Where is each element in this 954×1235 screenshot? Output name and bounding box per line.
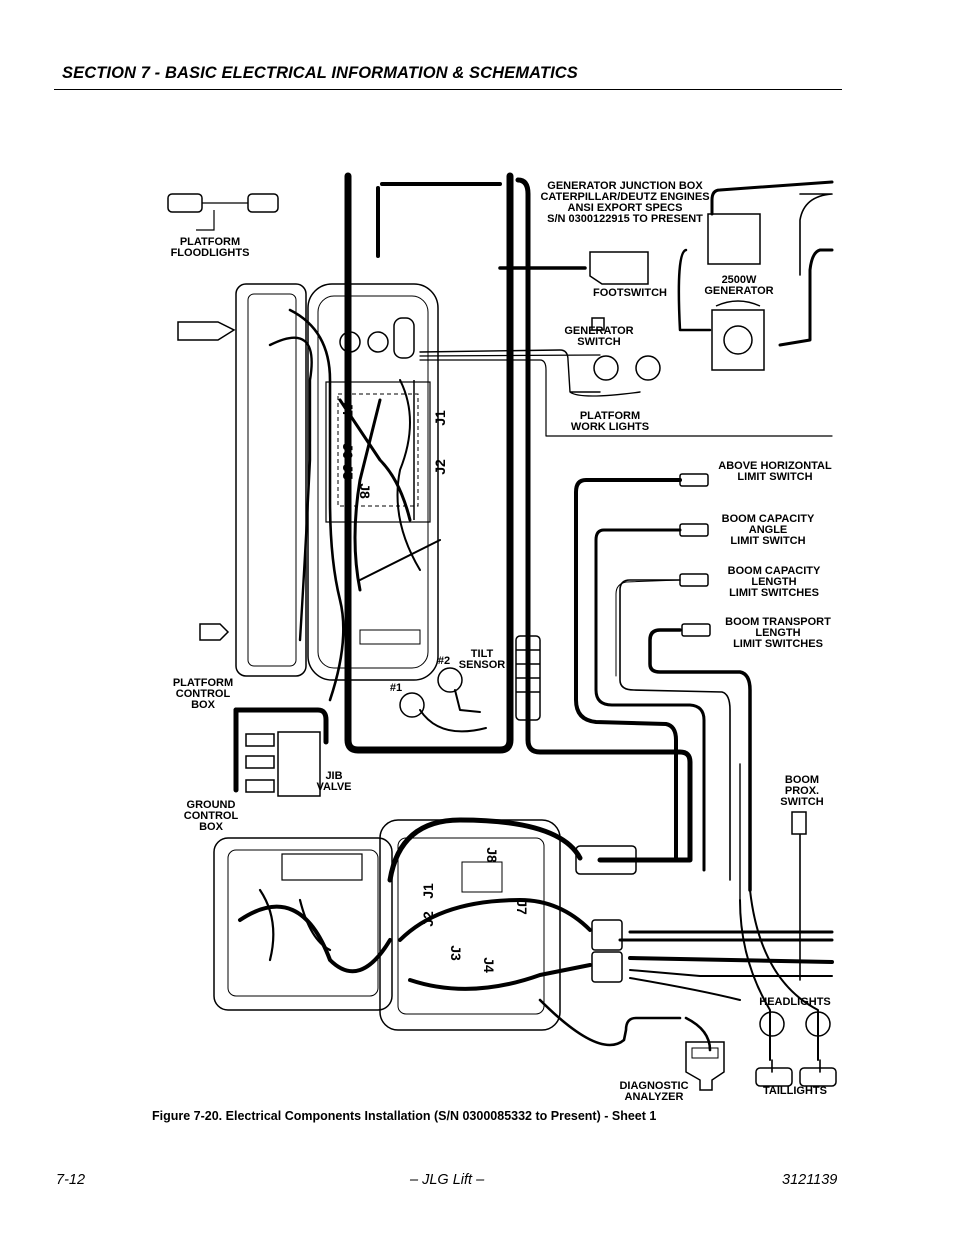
floodlight-right [247,193,279,213]
ground-connector-j2: J2 [419,911,436,927]
generator-switch [591,317,605,331]
diagnostic-analyzer [685,1041,725,1091]
headlight-left [759,1011,785,1037]
platform-connector-j8: J8 [356,483,373,499]
generator-junction-box [707,213,761,265]
ground-connector-upper [575,845,637,875]
ground-connector-j3: J3 [447,945,464,961]
figure-caption: Figure 7-20. Electrical Components Insta… [152,1109,657,1123]
label-platform-control-box: PLATFORM CONTROL BOX [172,677,234,711]
jib-valve-block [277,731,321,797]
label-above-horizontal-limit-switch: ABOVE HORIZONTAL LIMIT SWITCH [718,460,832,483]
tilt-sensor-2 [437,667,463,693]
label-tilt-sensor: TILT SENSOR [458,648,506,671]
label-jib-valve: JIB VALVE [316,770,352,793]
footer-center: – JLG Lift – [410,1172,485,1188]
boom-capacity-angle-switch [679,523,709,537]
label-boom-transport-length: BOOM TRANSPORT LENGTH LIMIT SWITCHES [725,616,831,650]
label-generator-switch: GENERATOR SWITCH [564,325,634,348]
label-footswitch: FOOTSWITCH [593,287,667,299]
platform-connector-j2: J2 [431,459,448,475]
above-horizontal-switch [679,473,709,487]
harness-right [515,177,693,863]
ground-connector-j7: J7 [513,899,530,915]
section-rule [54,89,842,90]
label-2500w-generator: 2500W GENERATOR [704,274,774,297]
section-title: SECTION 7 - BASIC ELECTRICAL INFORMATION… [62,64,578,82]
tilt-sensor-1 [399,692,425,718]
platform-connector-j1: J1 [431,410,448,426]
taillight-right [799,1067,837,1087]
harness-main [344,172,514,754]
label-boom-capacity-angle: BOOM CAPACITY ANGLE LIMIT SWITCH [721,513,815,547]
footer-page-number: 7-12 [56,1172,86,1188]
label-platform-floodlights: PLATFORM FLOODLIGHTS [170,236,250,259]
boom-prox-switch [791,811,807,835]
platform-connector-j6: J6 [339,443,356,459]
harness-main-inner [376,182,502,258]
ground-box-panel [379,819,561,1031]
footswitch [589,251,649,285]
label-generator-junction-box: GENERATOR JUNCTION BOX CATERPILLAR/DEUTZ… [540,180,710,225]
footer-doc-number: 3121139 [782,1172,838,1188]
boom-transport-length-switch [681,623,711,637]
label-tilt-sensor-1: #1 [389,682,403,694]
platform-control-box [235,283,307,677]
ground-connector-j8: J8 [483,847,500,863]
boom-capacity-length-switch [679,573,709,587]
ground-connector-j1: J1 [419,883,436,899]
work-light-right [635,355,661,381]
joystick-handle [177,321,236,341]
ground-control-box [213,837,393,1011]
platform-connector-j7: J7 [339,402,356,418]
work-light-left [593,355,619,381]
label-tilt-sensor-2: #2 [437,655,451,667]
ground-connector-lower [591,951,623,983]
ground-connector-middle [591,919,623,951]
label-boom-prox-switch: BOOM PROX. SWITCH [780,774,824,808]
label-headlights: HEADLIGHTS [759,996,831,1008]
platform-box-panel [307,283,439,681]
label-boom-capacity-length: BOOM CAPACITY LENGTH LIMIT SWITCHES [727,565,821,599]
floodlight-left [167,193,203,213]
label-ground-control-box: GROUND CONTROL BOX [183,799,239,833]
label-diagnostic-analyzer: DIAGNOSTIC ANALYZER [619,1080,689,1103]
label-platform-work-lights: PLATFORM WORK LIGHTS [570,410,650,433]
headlight-right [805,1011,831,1037]
ground-connector-j4: J4 [480,957,497,973]
label-taillights: TAILLIGHTS [763,1085,827,1097]
generator-2500w [711,300,765,371]
taillight-left [755,1067,793,1087]
platform-connector-j5: J5 [339,464,356,480]
